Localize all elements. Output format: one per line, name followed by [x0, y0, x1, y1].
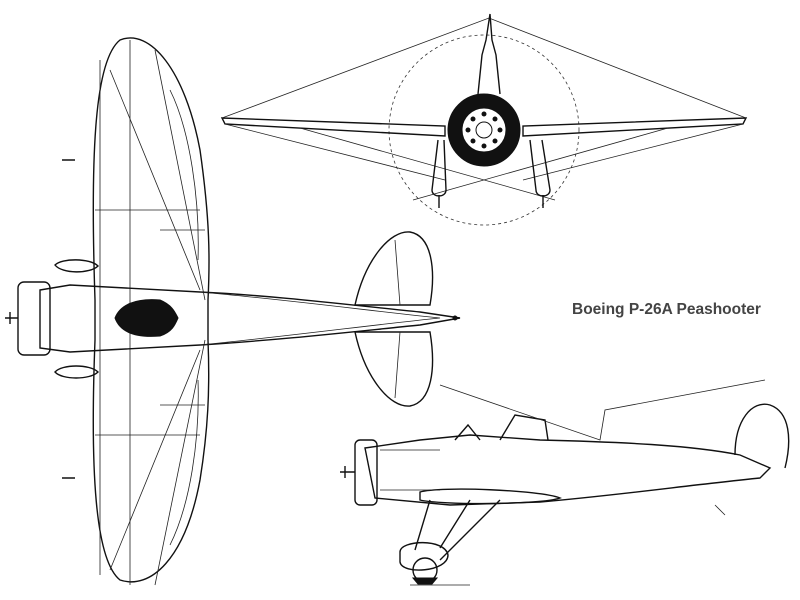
engine-cowling-top — [17, 281, 51, 356]
fuselage-top — [39, 284, 461, 353]
canopy — [454, 414, 549, 441]
front-view — [220, 13, 748, 226]
wing-front — [220, 117, 748, 137]
fuselage-side — [364, 434, 772, 506]
landing-gear-right — [529, 139, 551, 208]
landing-gear-left — [431, 139, 447, 208]
horizontal-stabilizer — [354, 231, 434, 407]
side-view — [340, 379, 790, 586]
drawing-title: Boeing P-26A Peashooter — [572, 301, 761, 318]
vertical-tail — [734, 403, 790, 469]
wing-side — [419, 488, 563, 505]
wing-planform — [92, 37, 210, 583]
main-gear-side — [414, 499, 501, 561]
cockpit-top — [114, 299, 179, 337]
propeller-disc — [388, 34, 580, 226]
top-view — [5, 37, 461, 586]
